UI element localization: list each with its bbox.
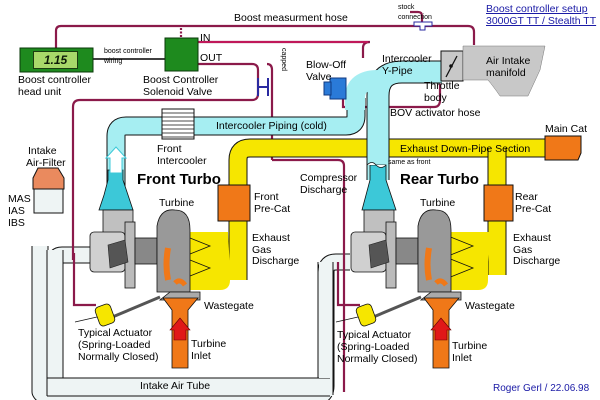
rear-actuator-label-3: Normally Closed) bbox=[337, 353, 418, 365]
ypipe-label-1: Intercooler bbox=[382, 53, 432, 65]
rear-precat bbox=[483, 184, 514, 222]
intercooler-piping-label: Intercooler Piping (cold) bbox=[216, 120, 327, 132]
front-intercooler-label-2: Intercooler bbox=[157, 155, 207, 167]
in-hose bbox=[198, 41, 368, 43]
throttle-label-2: body bbox=[424, 92, 447, 104]
boost-measurement-hose-label: Boost measurment hose bbox=[234, 12, 348, 24]
rear-actuator-label-2: (Spring-Loaded bbox=[337, 341, 410, 353]
rear-wastegate-label: Wastegate bbox=[465, 300, 515, 312]
blow-off-valve bbox=[329, 77, 347, 100]
front-actuator bbox=[74, 295, 161, 327]
stock-connection-label-2: connection bbox=[398, 14, 432, 21]
front-actuator-label-1: Typical Actuator bbox=[78, 327, 153, 339]
h-connector bbox=[257, 78, 269, 96]
front-turbine-label: Turbine bbox=[159, 197, 195, 209]
capped-label: capped bbox=[280, 48, 287, 71]
title-link-line2[interactable]: 3000GT TT / Stealth TT bbox=[486, 15, 597, 27]
compressor-discharge-label-2: Discharge bbox=[300, 184, 348, 196]
sensor-mas: MAS bbox=[8, 193, 31, 205]
front-turbo-body bbox=[89, 209, 201, 301]
manifold-label-2: manifold bbox=[486, 67, 526, 79]
front-actuator-label-2: (Spring-Loaded bbox=[78, 339, 151, 351]
front-precat bbox=[217, 184, 251, 222]
bov-activator-hose-label: BOV activator hose bbox=[390, 107, 481, 119]
bov-label-2: Valve bbox=[306, 71, 332, 83]
manifold-label-1: Air Intake bbox=[486, 55, 531, 67]
exhaust-downpipe bbox=[184, 138, 568, 290]
rear-turbo-body bbox=[350, 209, 462, 301]
main-cat bbox=[544, 135, 582, 161]
main-cat-label: Main Cat bbox=[545, 123, 588, 135]
rear-inlet-label-2: Inlet bbox=[452, 352, 472, 364]
front-precat-label-2: Pre-Cat bbox=[254, 203, 291, 215]
front-intercooler-label-1: Front bbox=[157, 143, 182, 155]
rear-inlet-label-1: Turbine bbox=[452, 340, 488, 352]
wiring-label-1: boost controller bbox=[104, 48, 152, 55]
intake-filter-label-2: Air-Filter bbox=[26, 157, 66, 169]
front-inlet-label-1: Turbine bbox=[191, 338, 227, 350]
rear-actuator-label-1: Typical Actuator bbox=[337, 329, 412, 341]
ypipe-label-2: Y-Pipe bbox=[382, 65, 413, 77]
compressor-discharge-label-1: Compressor bbox=[300, 172, 358, 184]
boost-hoses bbox=[54, 10, 476, 392]
wiring-label-2: wiring bbox=[104, 58, 123, 65]
rear-exhaust-label-1: Exhaust bbox=[513, 232, 551, 244]
front-wastegate-label: Wastegate bbox=[204, 300, 254, 312]
front-turbo-title: Front Turbo bbox=[137, 171, 221, 188]
stock-connection-tee bbox=[413, 21, 433, 31]
front-inlet-arrow bbox=[169, 317, 191, 341]
intake-air-tube bbox=[31, 246, 350, 400]
front-inlet-label-2: Inlet bbox=[191, 350, 211, 362]
front-actuator-label-3: Normally Closed) bbox=[78, 351, 159, 363]
sensor-housing bbox=[33, 188, 64, 214]
front-intercooler bbox=[161, 108, 195, 140]
bov-label-1: Blow-Off bbox=[306, 59, 347, 71]
rear-inlet-arrow bbox=[430, 317, 452, 341]
rear-exhaust-label-3: Discharge bbox=[513, 255, 561, 267]
title-link-line1[interactable]: Boost controller setup bbox=[486, 3, 588, 15]
rear-turbine-label: Turbine bbox=[420, 197, 456, 209]
boost-display: 1.15 bbox=[33, 51, 78, 69]
rear-precat-label-1: Rear bbox=[515, 191, 538, 203]
head-unit-label-1: Boost controller bbox=[18, 74, 91, 86]
stock-connection-label-1: stock bbox=[398, 4, 415, 11]
solenoid-valve-box bbox=[164, 37, 199, 72]
rear-exhaust-label-2: Gas bbox=[513, 244, 533, 256]
same-as-front-label: same as front bbox=[388, 159, 431, 166]
exhaust-downpipe-label: Exhaust Down-Pipe Section bbox=[400, 143, 531, 155]
rear-actuator bbox=[335, 295, 422, 327]
front-exhaust-label-3: Discharge bbox=[252, 255, 300, 267]
intake-filter-label-1: Intake bbox=[28, 145, 57, 157]
sensor-ibs: IBS bbox=[8, 217, 25, 229]
front-precat-label-1: Front bbox=[254, 191, 279, 203]
port-out-label: OUT bbox=[200, 52, 223, 64]
intercooler-piping bbox=[98, 60, 442, 212]
air-intake-manifold bbox=[462, 45, 546, 97]
author-credit: Roger Gerl / 22.06.98 bbox=[493, 383, 590, 394]
solenoid-label-2: Solenoid Valve bbox=[143, 86, 213, 98]
port-in-label: IN bbox=[200, 32, 211, 44]
air-filter-shape bbox=[32, 167, 65, 190]
throttle-label-1: Throttle bbox=[424, 80, 460, 92]
intake-air-tube-label: Intake Air Tube bbox=[140, 380, 211, 392]
rear-precat-label-2: Pre-Cat bbox=[515, 203, 552, 215]
solenoid-label-1: Boost Controller bbox=[143, 74, 219, 86]
sensor-ias: IAS bbox=[8, 205, 25, 217]
front-exhaust-label-2: Gas bbox=[252, 244, 272, 256]
front-exhaust-label-1: Exhaust bbox=[252, 232, 290, 244]
rear-turbo-title: Rear Turbo bbox=[400, 171, 479, 188]
head-unit-label-2: head unit bbox=[18, 86, 62, 98]
